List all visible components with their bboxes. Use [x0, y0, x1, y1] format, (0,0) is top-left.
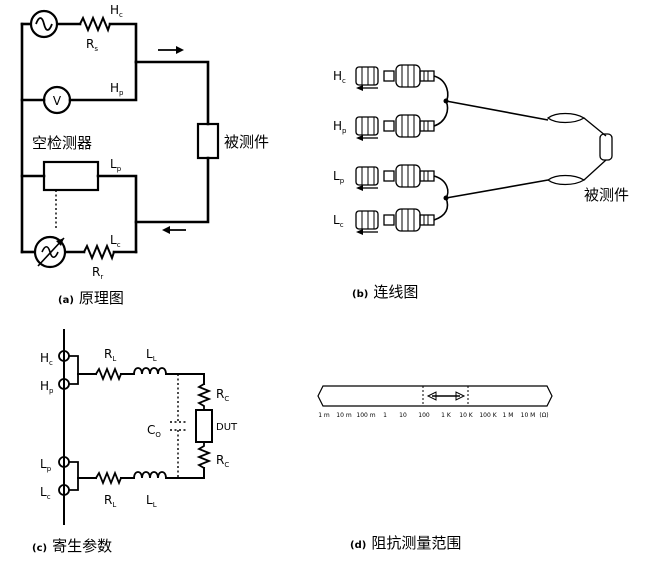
- label-hc-a: Hc: [110, 3, 123, 19]
- connector-row-lc: [355, 208, 435, 235]
- ll-top-inductor: [133, 367, 167, 375]
- label-lp-b: Lp: [333, 169, 345, 185]
- label-lc-a: Lc: [110, 233, 121, 249]
- ll-bottom-inductor: [133, 471, 167, 479]
- rc-top-resistor: [196, 382, 212, 411]
- label-lc-b: Lc: [333, 213, 344, 229]
- caption-a: (a)原理图: [58, 289, 124, 307]
- dut-box-a: [196, 122, 220, 160]
- voltmeter-label: V: [53, 94, 62, 108]
- label-hp-c: Hp: [40, 379, 54, 395]
- clip-top: [546, 112, 586, 124]
- panel-b-wiring: Hc Hp Lp Lc 被测件 (b)连线图: [333, 64, 629, 301]
- tick-label: 10: [399, 412, 407, 419]
- variable-source-symbol: [33, 235, 67, 269]
- current-arrow-top: [158, 46, 184, 54]
- panel-a-schematic: V Hc Rs Hp 空检测器 Lp Lc Rr 被: [20, 3, 269, 307]
- caption-b: (b)连线图: [352, 283, 418, 301]
- tick-label: (Ω): [539, 412, 548, 419]
- label-rc-top: RC: [216, 387, 229, 403]
- tick-label: 10 m: [336, 412, 352, 419]
- label-hp-b: Hp: [333, 119, 347, 135]
- label-dut-a: 被测件: [224, 133, 269, 151]
- panel-d-impedance-range: 1 m 10 m 100 m 1 10 100 1 K 10 K 100 K 1…: [317, 385, 553, 552]
- tick-label: 1 K: [441, 412, 452, 419]
- label-rr-a: Rr: [92, 265, 103, 281]
- label-lp-c: Lp: [40, 457, 52, 473]
- rl-top-resistor: [94, 366, 123, 382]
- label-ll-top: LL: [146, 347, 157, 363]
- label-rs-a: Rs: [86, 37, 98, 53]
- label-rl-bottom: RL: [104, 493, 116, 509]
- connector-row-hp: [355, 114, 435, 141]
- label-rc-bottom: RC: [216, 453, 229, 469]
- clip-bottom: [546, 174, 586, 186]
- voltmeter-symbol: V: [42, 85, 72, 115]
- tick-label: 100 K: [479, 412, 497, 419]
- rr-resistor: [82, 243, 116, 261]
- connector-row-lp: [355, 164, 435, 191]
- tick-label: 100: [418, 412, 430, 419]
- rc-bottom-resistor: [196, 441, 212, 470]
- label-hp-a: Hp: [110, 81, 124, 97]
- label-dut-b: 被测件: [584, 186, 629, 204]
- dut-box-c: [195, 409, 213, 443]
- tick-label: 1 M: [503, 412, 514, 419]
- tick-label: 10 M: [521, 412, 536, 419]
- tick-label: 1 m: [318, 412, 330, 419]
- connector-row-hc: [355, 64, 435, 91]
- ac-source-symbol: [29, 9, 59, 39]
- dut-component-b: [599, 133, 613, 161]
- label-rl-top: RL: [104, 347, 116, 363]
- range-ticks: 1 m 10 m 100 m 1 10 100 1 K 10 K 100 K 1…: [318, 412, 548, 419]
- rl-bottom-resistor: [94, 470, 123, 486]
- caption-c: (c)寄生参数: [32, 537, 112, 555]
- range-double-arrow: [426, 391, 466, 401]
- rs-resistor: [78, 15, 112, 33]
- panel-c-parasitics: Hc Hp Lp Lc RL LL RL LL RC RC CO DUT (c)…: [32, 329, 238, 555]
- label-lc-c: Lc: [40, 485, 51, 501]
- label-dut-c: DUT: [216, 422, 238, 433]
- tick-label: 100 m: [356, 412, 375, 419]
- stray-capacitance-co: [170, 374, 186, 478]
- label-co: CO: [147, 423, 161, 439]
- tick-label: 1: [383, 412, 387, 419]
- label-lp-a: Lp: [110, 157, 122, 173]
- null-detector-box: [42, 160, 100, 192]
- label-null-detector: 空检测器: [32, 134, 92, 152]
- label-ll-bottom: LL: [146, 493, 157, 509]
- label-hc-b: Hc: [333, 69, 346, 85]
- current-arrow-bottom: [162, 226, 186, 234]
- range-bar: [317, 385, 553, 407]
- tick-label: 10 K: [459, 412, 474, 419]
- cable-bundle: [433, 75, 613, 221]
- label-hc-c: Hc: [40, 351, 53, 367]
- caption-d: (d)阻抗测量范围: [350, 534, 461, 552]
